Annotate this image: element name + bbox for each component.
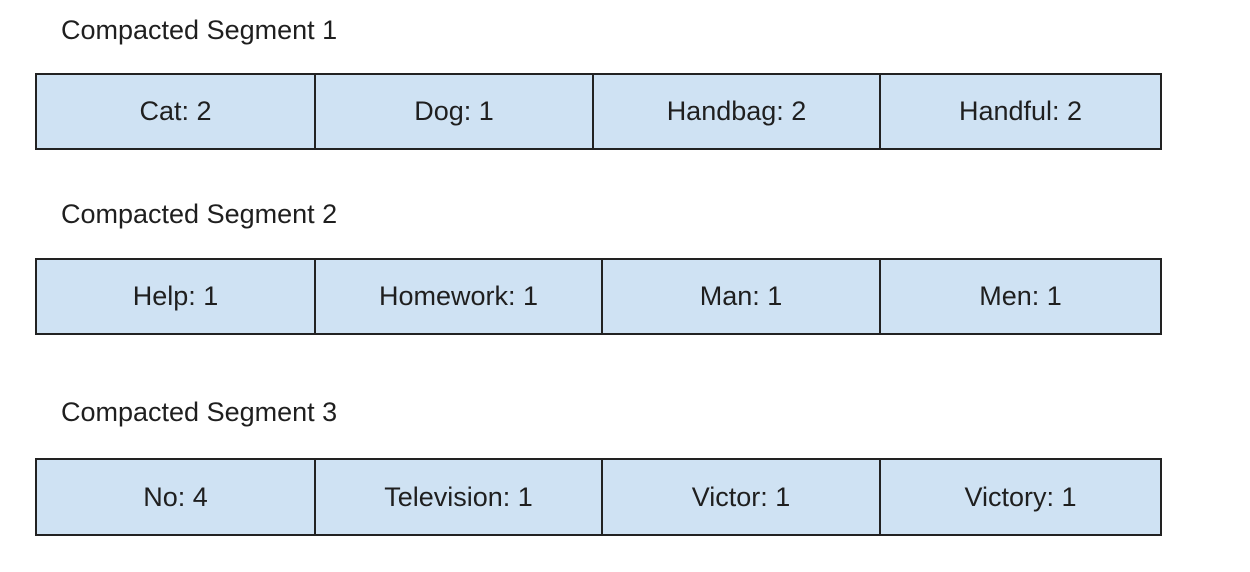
segment-1-title: Compacted Segment 1 — [61, 15, 338, 45]
segment-2-cell: Help: 1 — [132, 281, 219, 311]
segment-2-row: Help: 1 Homework: 1 Man: 1 Men: 1 — [35, 258, 1162, 335]
segment-2-cell: Homework: 1 — [314, 260, 601, 333]
segment-2-cell: Man: 1 — [601, 260, 879, 333]
segment-3-cell: Television: 1 — [314, 460, 601, 534]
segment-3-row: No: 4 Television: 1 Victor: 1 Victory: 1 — [35, 458, 1162, 536]
segment-2-title: Compacted Segment 2 — [61, 199, 338, 229]
segment-3-cell: Victory: 1 — [879, 460, 1160, 534]
segment-3-cell: Victor: 1 — [601, 460, 879, 534]
segment-1-cell: Cat: 2 — [139, 96, 212, 126]
segment-1-cell: Handbag: 2 — [592, 75, 879, 148]
segment-1-cell: Dog: 1 — [314, 75, 592, 148]
segment-1-row: Cat: 2 Dog: 1 Handbag: 2 Handful: 2 — [35, 73, 1162, 150]
segment-3-title: Compacted Segment 3 — [61, 397, 338, 427]
segment-1-cell: Handful: 2 — [879, 75, 1160, 148]
segment-2-cell: Men: 1 — [879, 260, 1160, 333]
segment-3-cell: No: 4 — [143, 481, 208, 512]
